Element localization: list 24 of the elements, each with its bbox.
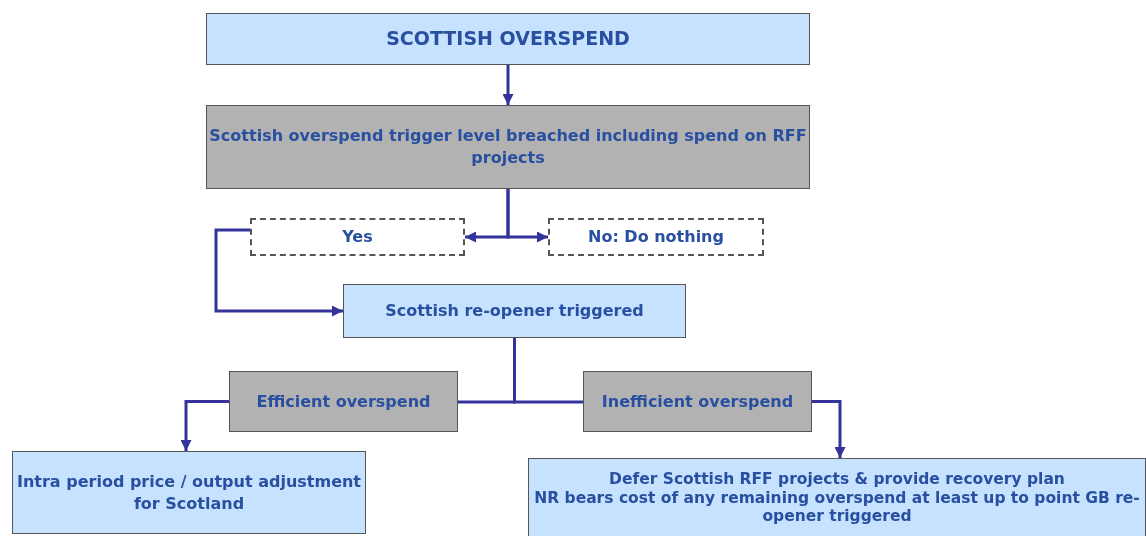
box-text: Efficient overspend bbox=[256, 390, 431, 413]
process-box bbox=[583, 371, 812, 432]
arrow bbox=[502, 65, 514, 105]
process-box bbox=[206, 105, 810, 189]
box-text: SCOTTISH OVERSPEND bbox=[386, 26, 630, 52]
box-text: Intra period price / output adjustment for Scotland bbox=[15, 470, 362, 515]
process-box bbox=[528, 458, 1146, 536]
arrow bbox=[506, 189, 548, 243]
process-box bbox=[206, 13, 810, 65]
box-text: Yes bbox=[342, 226, 373, 248]
box-text: Scottish overspend trigger level breached including spend on RFF projects bbox=[208, 125, 808, 169]
process-box bbox=[12, 451, 366, 534]
arrow bbox=[180, 400, 229, 451]
process-box bbox=[229, 371, 458, 432]
decision-box bbox=[250, 218, 465, 256]
box-text: NR bears cost of any remaining overspend at least up to point GB re-opener triggered bbox=[533, 488, 1141, 526]
box-text: Defer Scottish RFF projects & provide recovery plan bbox=[609, 470, 1065, 489]
box-text: No: Do nothing bbox=[588, 226, 724, 248]
box-text: Scottish re-opener triggered bbox=[385, 300, 644, 322]
process-box bbox=[343, 284, 686, 338]
arrow bbox=[214, 228, 343, 317]
arrow bbox=[812, 400, 846, 458]
box-text: Inefficient overspend bbox=[601, 390, 794, 413]
decision-box bbox=[548, 218, 764, 256]
